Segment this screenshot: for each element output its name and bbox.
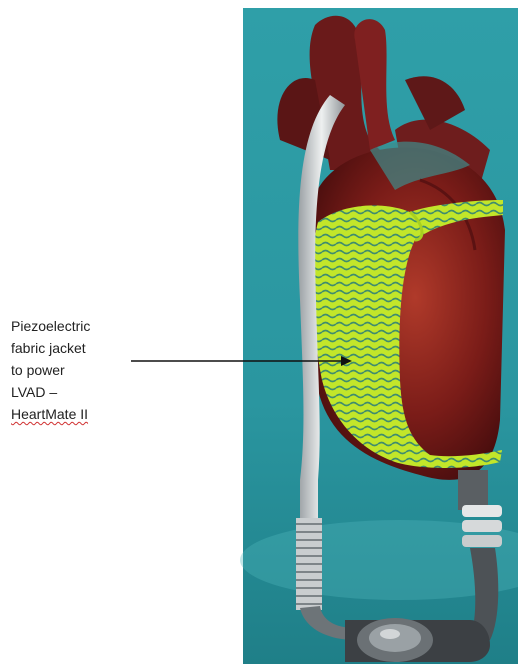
corrugated-tube (296, 518, 322, 610)
pump-housing (345, 618, 490, 662)
